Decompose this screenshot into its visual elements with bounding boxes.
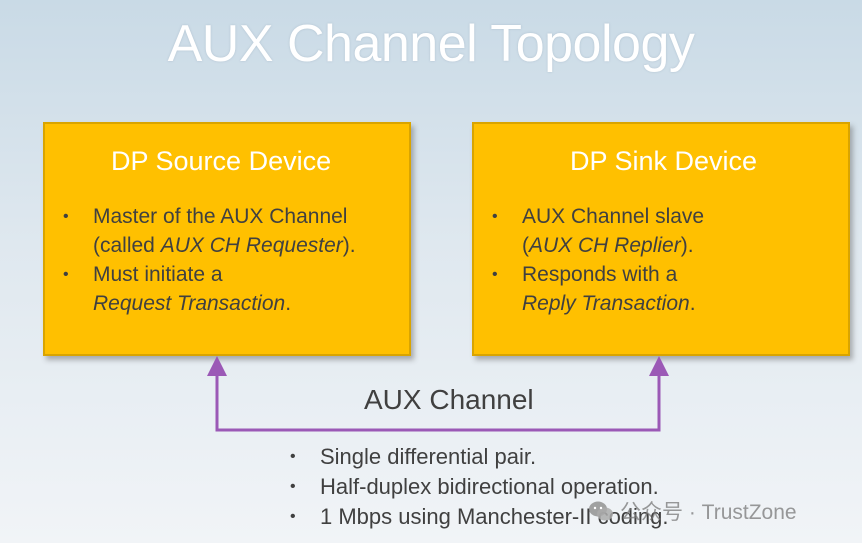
- sink-item: • Responds with a Reply Transaction.: [492, 260, 704, 318]
- sink-text-segment: ).: [680, 234, 694, 257]
- aux-feature-text: Half-duplex bidirectional operation.: [320, 474, 659, 499]
- watermark: 公众号 · TrustZone: [588, 496, 797, 526]
- dp-sink-device-list: • AUX Channel slave (AUX CH Replier). • Resp…: [492, 202, 704, 318]
- bullet-icon: •: [290, 448, 296, 465]
- sink-item: • AUX Channel slave (AUX CH Replier).: [492, 202, 704, 260]
- source-item-line: Request Transaction.: [93, 289, 356, 318]
- bullet-icon: •: [290, 508, 296, 525]
- source-text-segment: Request Transaction: [93, 292, 286, 315]
- source-text-segment: Must initiate a: [93, 263, 223, 286]
- dp-source-device-list: • Master of the AUX Channel (called AUX CH…: [63, 202, 356, 318]
- source-arrowhead: [207, 356, 227, 376]
- source-text-segment: ).: [342, 234, 356, 257]
- dp-sink-device-box: DP Sink Device • AUX Channel slave (AUX CH…: [472, 122, 850, 356]
- watermark-text: 公众号 · TrustZone: [620, 501, 797, 524]
- sink-item-line: AUX Channel slave: [522, 202, 704, 231]
- aux-channel-feature-list: • Single differential pair. • Half-duplex b…: [290, 442, 669, 532]
- wechat-icon: [589, 501, 613, 521]
- sink-item-line: Responds with a: [522, 260, 704, 289]
- sink-item-line: (AUX CH Replier).: [522, 231, 704, 260]
- bullet-icon: •: [492, 266, 498, 283]
- sink-text-segment: AUX CH Replier: [529, 234, 681, 257]
- sink-text-segment: Reply Transaction: [522, 292, 690, 315]
- source-item-line: Master of the AUX Channel: [93, 202, 356, 231]
- aux-feature-item: • Half-duplex bidirectional operation.: [290, 472, 669, 502]
- aux-feature-item: • Single differential pair.: [290, 442, 669, 472]
- source-item-line: (called AUX CH Requester).: [93, 231, 356, 260]
- page-title: AUX Channel Topology: [167, 15, 695, 73]
- bullet-icon: •: [63, 266, 69, 283]
- bullet-icon: •: [290, 478, 296, 495]
- sink-text-segment: (: [522, 234, 529, 257]
- source-item: • Master of the AUX Channel (called AUX CH…: [63, 202, 356, 260]
- source-text-segment: (called: [93, 234, 161, 257]
- aux-channel-line: [215, 374, 661, 432]
- bullet-icon: •: [63, 208, 69, 225]
- dp-source-device-box: DP Source Device • Master of the AUX Chan…: [43, 122, 411, 356]
- dp-sink-device-title: DP Sink Device: [570, 146, 758, 176]
- source-text-segment: Master of the AUX Channel: [93, 205, 348, 228]
- sink-text-segment: .: [689, 292, 696, 315]
- sink-item-line: Reply Transaction.: [522, 289, 704, 318]
- source-item-line: Must initiate a: [93, 260, 356, 289]
- sink-arrowhead: [649, 356, 669, 376]
- sink-text-segment: AUX Channel slave: [522, 205, 705, 228]
- sink-text-segment: Responds with a: [522, 263, 678, 286]
- source-text-segment: AUX CH Requester: [160, 234, 343, 257]
- bullet-icon: •: [492, 208, 498, 225]
- aux-feature-text: Single differential pair.: [320, 444, 537, 469]
- source-item: • Must initiate a Request Transaction.: [63, 260, 356, 318]
- source-text-segment: .: [285, 292, 292, 315]
- dp-source-device-title: DP Source Device: [111, 146, 332, 176]
- aux-channel-label: AUX Channel: [364, 384, 534, 415]
